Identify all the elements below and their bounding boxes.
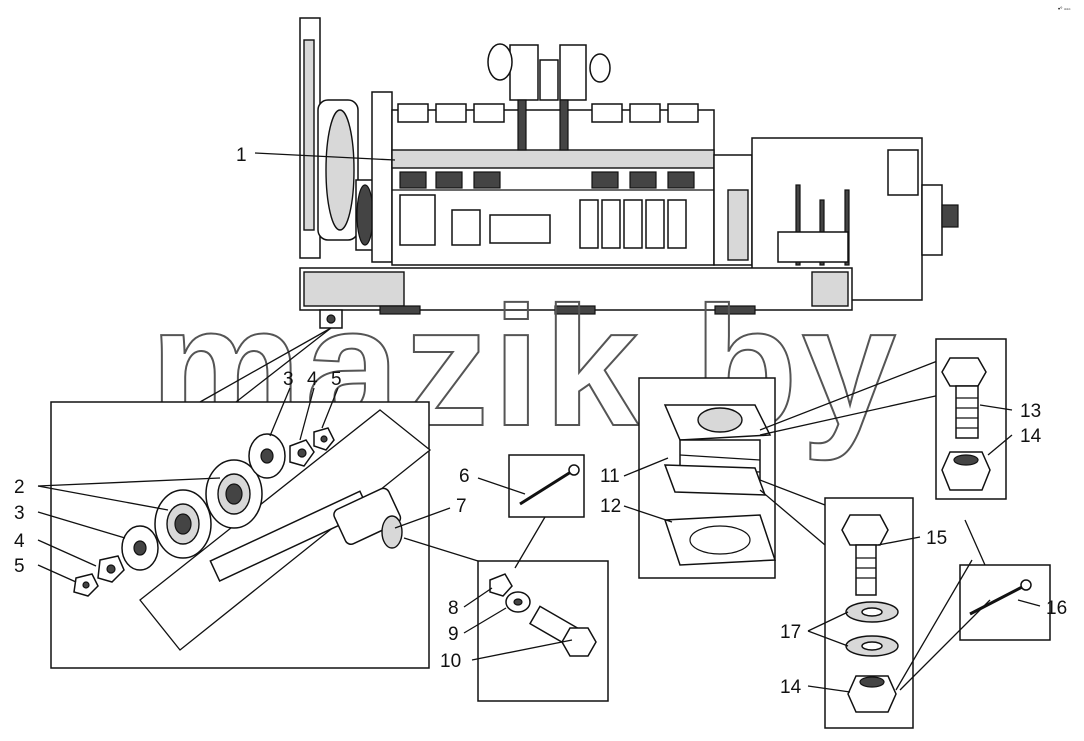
callout-5-left: 5 [14, 556, 25, 577]
callout-12: 12 [600, 496, 621, 517]
callout-5-upper: 5 [331, 369, 342, 390]
callout-16: 16 [1046, 598, 1067, 619]
callout-3-left: 3 [14, 503, 25, 524]
flange-frame [638, 359, 941, 579]
right-bottom-frame [759, 479, 914, 729]
callout-17: 17 [780, 622, 801, 643]
callout-14-upper: 14 [1020, 426, 1042, 447]
callout-4-left: 4 [14, 531, 25, 552]
engine-assembly [299, 17, 959, 329]
callout-15: 15 [926, 528, 947, 549]
callout-leaders [37, 152, 1041, 693]
callout-8: 8 [448, 598, 459, 619]
callout-3-upper: 3 [283, 369, 294, 390]
corner-mark: •° ▫▫▫ [1058, 7, 1071, 13]
callout-6: 6 [459, 466, 470, 487]
callout-7: 7 [456, 496, 467, 517]
cotter-pin-frame [895, 519, 1051, 691]
right-top-frame [935, 338, 1007, 500]
left-callout-frame [50, 327, 432, 669]
callout-13: 13 [1020, 401, 1041, 422]
callout-numbers: 1 2 3 4 5 3 4 5 6 7 8 9 10 11 12 13 14 1… [14, 145, 1067, 698]
callout-2: 2 [14, 477, 25, 498]
callout-10: 10 [440, 651, 461, 672]
callout-4-upper: 4 [307, 369, 318, 390]
callout-9: 9 [448, 624, 459, 645]
pin-subframe [508, 454, 585, 518]
callout-1: 1 [236, 145, 247, 166]
callout-11: 11 [600, 466, 620, 487]
bolt-subframe [403, 516, 609, 702]
callout-14-lower: 14 [780, 677, 802, 698]
